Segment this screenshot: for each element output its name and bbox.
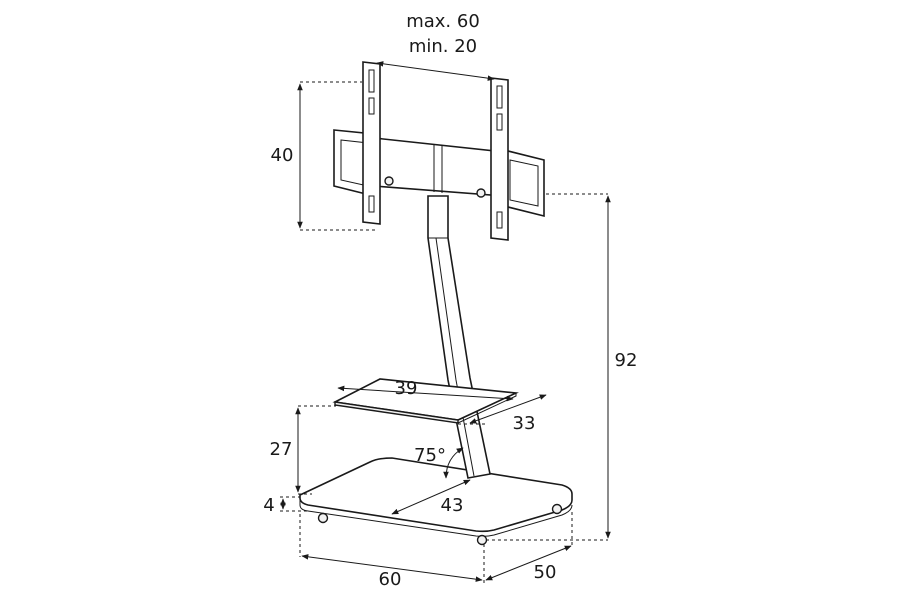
dimension-bracket-height: 40 bbox=[271, 81, 376, 231]
base-inner-width-label: 43 bbox=[441, 495, 464, 516]
dimension-vesa-width: max. 60 min. 20 bbox=[376, 11, 495, 81]
dimension-base-width: 60 bbox=[299, 514, 485, 590]
vesa-rails bbox=[362, 61, 509, 241]
base-width-label: 60 bbox=[379, 569, 402, 590]
shelf-depth-label: 33 bbox=[513, 413, 536, 434]
dimension-column-angle: 75° bbox=[414, 445, 464, 479]
dimension-shelf-depth: 33 bbox=[458, 394, 547, 434]
support-column bbox=[427, 195, 491, 479]
shelf-width-label: 39 bbox=[395, 378, 418, 399]
dimension-base-thickness: 4 bbox=[263, 495, 308, 516]
base-thickness-label: 4 bbox=[263, 495, 274, 516]
vesa-width-min-label: min. 20 bbox=[409, 36, 477, 57]
base-depth-label: 50 bbox=[534, 562, 557, 583]
dimension-base-inner-width: 43 bbox=[391, 479, 471, 516]
dimension-base-depth: 50 bbox=[485, 512, 573, 583]
bracket-height-label: 40 bbox=[271, 145, 294, 166]
dimension-total-height: 92 bbox=[486, 193, 638, 541]
vesa-width-max-label: max. 60 bbox=[406, 11, 480, 32]
dimension-shelf-height: 27 bbox=[270, 405, 336, 495]
column-angle-label: 75° bbox=[414, 445, 446, 466]
shelf-height-label: 27 bbox=[270, 439, 293, 460]
base-plate bbox=[299, 457, 573, 546]
total-height-label: 92 bbox=[615, 350, 638, 371]
